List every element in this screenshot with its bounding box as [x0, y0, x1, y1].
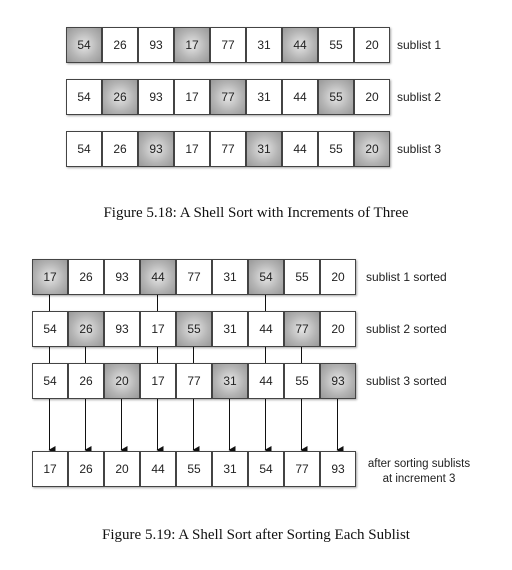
- cell: 17: [174, 79, 210, 115]
- cell: 20: [320, 259, 356, 295]
- cell: 77: [176, 363, 212, 399]
- cell: 17: [174, 27, 210, 63]
- cell: 20: [354, 27, 390, 63]
- cell: 54: [66, 79, 102, 115]
- cell: 93: [104, 259, 140, 295]
- cell: 17: [32, 259, 68, 295]
- cell: 93: [138, 79, 174, 115]
- cell: 26: [68, 259, 104, 295]
- final-label-line2: at increment 3: [382, 473, 456, 485]
- cell: 93: [138, 27, 174, 63]
- sublist-1-sorted-label: sublist 1 sorted: [366, 270, 447, 284]
- cell: 44: [282, 27, 318, 63]
- final-row-label: after sorting sublists at increment 3: [359, 457, 479, 487]
- cell: 54: [32, 311, 68, 347]
- cell: 55: [284, 363, 320, 399]
- cell: 93: [320, 451, 356, 487]
- cell: 44: [140, 451, 176, 487]
- cell: 31: [246, 79, 282, 115]
- cell: 31: [212, 451, 248, 487]
- cell: 77: [210, 27, 246, 63]
- figure-5-18-caption: Figure 5.18: A Shell Sort with Increment…: [103, 205, 409, 221]
- cell: 26: [68, 311, 104, 347]
- cell: 17: [32, 451, 68, 487]
- cell: 26: [68, 451, 104, 487]
- figure-5-19-caption: Figure 5.19: A Shell Sort after Sorting …: [102, 527, 410, 543]
- cell: 55: [176, 311, 212, 347]
- cell: 26: [102, 131, 138, 167]
- cell: 44: [248, 311, 284, 347]
- cell: 54: [66, 27, 102, 63]
- sublist-2-label: sublist 2: [397, 90, 442, 104]
- cell: 77: [284, 311, 320, 347]
- cell: 55: [284, 259, 320, 295]
- cell: 54: [32, 363, 68, 399]
- cell: 77: [210, 131, 246, 167]
- cell: 26: [102, 79, 138, 115]
- cell: 26: [102, 27, 138, 63]
- cell: 44: [248, 363, 284, 399]
- cell: 55: [318, 27, 354, 63]
- sublist-3-sorted-label: sublist 3 sorted: [366, 374, 447, 388]
- cell: 55: [318, 131, 354, 167]
- cell: 93: [138, 131, 174, 167]
- cell: 31: [212, 363, 248, 399]
- cell: 55: [176, 451, 212, 487]
- cell: 55: [318, 79, 354, 115]
- cell: 31: [212, 259, 248, 295]
- cell: 20: [354, 79, 390, 115]
- cell: 17: [174, 131, 210, 167]
- cell: 77: [176, 259, 212, 295]
- cell: 31: [212, 311, 248, 347]
- cell: 31: [246, 27, 282, 63]
- sublist-2-sorted-label: sublist 2 sorted: [366, 322, 447, 336]
- cell: 26: [68, 363, 104, 399]
- cell: 77: [210, 79, 246, 115]
- cell: 54: [248, 451, 284, 487]
- cell: 77: [284, 451, 320, 487]
- cell: 20: [104, 363, 140, 399]
- cell: 20: [320, 311, 356, 347]
- final-label-line1: after sorting sublists: [367, 458, 471, 470]
- cell: 54: [248, 259, 284, 295]
- cell: 17: [140, 311, 176, 347]
- cell: 93: [320, 363, 356, 399]
- cell: 54: [66, 131, 102, 167]
- cell: 20: [104, 451, 140, 487]
- sublist-1-label: sublist 1: [397, 38, 442, 52]
- cell: 17: [140, 363, 176, 399]
- sublist-3-label: sublist 3: [397, 142, 442, 156]
- cell: 44: [282, 79, 318, 115]
- cell: 93: [104, 311, 140, 347]
- cell: 44: [282, 131, 318, 167]
- cell: 20: [354, 131, 390, 167]
- cell: 31: [246, 131, 282, 167]
- cell: 44: [140, 259, 176, 295]
